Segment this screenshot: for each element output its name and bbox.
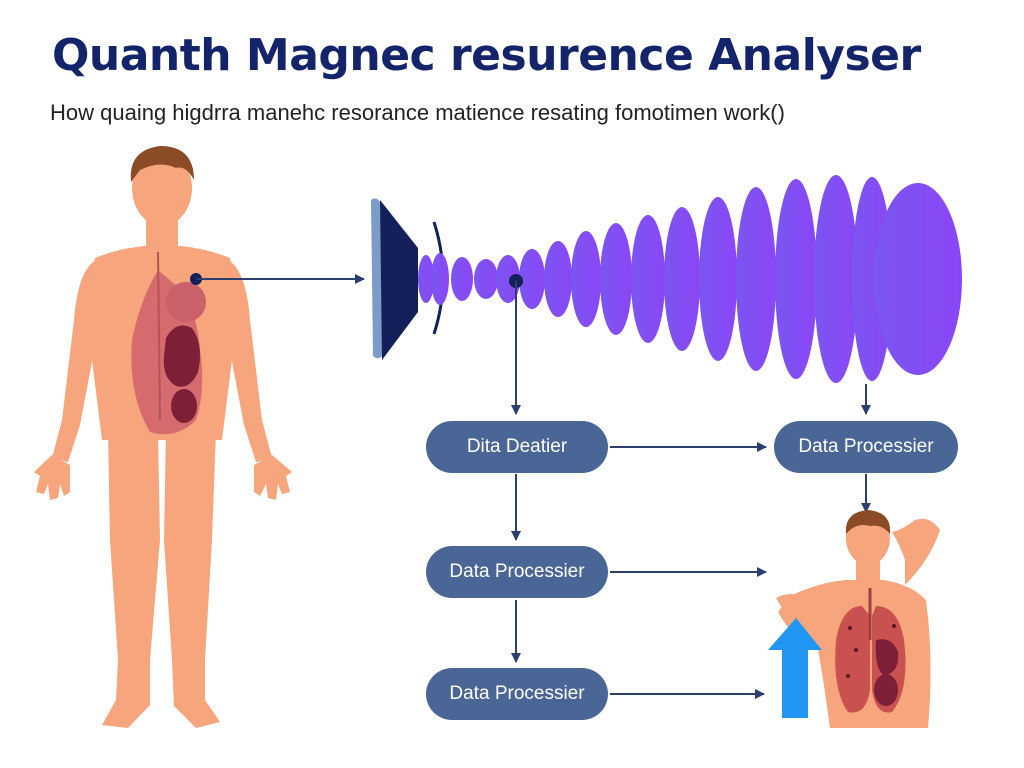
wave-ring [775,179,817,379]
node-data-processor-right: Data Processier [774,421,958,473]
output-patient-figure [776,510,940,728]
wave-ring [571,231,601,327]
wave-ring [600,223,632,335]
patient-lung-left [835,606,870,713]
patient-organ-dark [875,639,899,676]
page-title: Quanth Magnec resurence Analyser [52,30,921,81]
wave-ring [699,197,737,361]
page-subtitle: How quaing higdrra manehc resorance mati… [50,100,785,125]
wave-ring [496,255,520,303]
node-data-detector: Dita Deatier [426,421,608,473]
wave-ring [451,257,473,301]
node-data-processor-middle: Data Processier [426,546,608,598]
patient-hair [845,510,891,534]
patient-lesion-dot [848,626,852,630]
patient-kidney [874,674,898,706]
wave-ring [736,187,776,371]
liver-organ [163,325,200,387]
patient-neck [856,556,880,588]
left-hand [34,455,70,500]
right-hand [254,455,292,500]
patient-lesion-dot [846,674,850,678]
patient-lesion-dot [854,648,858,652]
wave-ring [418,255,434,303]
patient-lesion-dot [892,624,896,628]
hair [130,146,194,182]
right-leg [164,430,220,728]
resonance-waves [418,175,962,383]
wave-ring [519,249,545,309]
scanner-cone-body [380,200,418,360]
human-body-figure [34,146,292,728]
right-arm [226,260,272,462]
wave-ring [631,215,665,343]
left-arm [52,260,98,462]
wave-ring [664,207,700,351]
node-data-processor-bottom: Data Processier [426,668,608,720]
scanner-cone [371,198,445,360]
head [132,150,192,226]
left-leg [102,430,160,728]
wave-ring [874,183,962,375]
heart-organ [166,282,206,322]
wave-ring [814,175,858,383]
up-arrow-icon [768,618,822,718]
kidney-organ [171,389,197,423]
wave-ring [544,241,572,317]
wave-ring [431,253,449,305]
spine-line [157,251,161,421]
patient-raised-arm [892,518,940,585]
wave-ring [474,259,498,299]
